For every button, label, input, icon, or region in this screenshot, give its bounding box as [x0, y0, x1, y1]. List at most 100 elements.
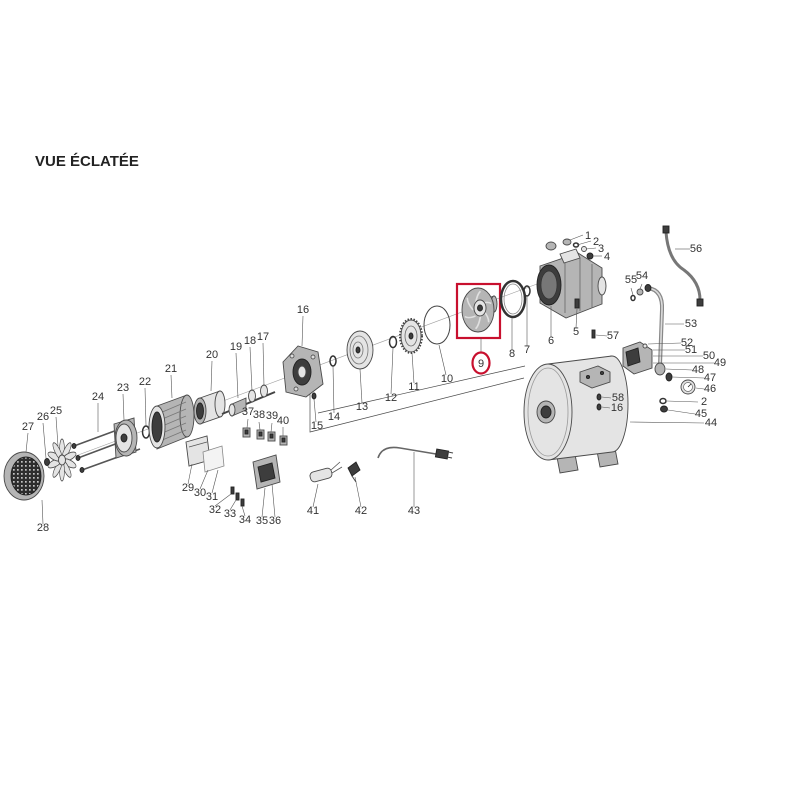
- part-label-19: 19: [230, 341, 242, 353]
- part-label-25: 25: [50, 405, 62, 417]
- leader-line: [639, 283, 643, 290]
- part-10-o-ring: [423, 305, 451, 345]
- part-44-tank: [523, 355, 629, 474]
- part-label-43: 43: [408, 505, 420, 517]
- leader-line: [438, 344, 447, 376]
- part-label-7: 7: [524, 344, 530, 356]
- part-label-20: 20: [206, 349, 218, 361]
- part-6-pump-body: [536, 248, 607, 319]
- part-7-ring: [523, 285, 531, 297]
- part-label-2: 2: [593, 236, 599, 248]
- part-53-pipe: [644, 284, 665, 366]
- part-label-18: 18: [244, 335, 256, 347]
- leader-line: [42, 422, 47, 459]
- part-label-49: 49: [714, 357, 726, 369]
- leader-line: [354, 476, 362, 508]
- part-35-switch-box: [252, 454, 281, 490]
- part-label-16-fitting: 16: [611, 402, 623, 414]
- leader-line: [359, 368, 363, 404]
- part-42-cable-clip: [347, 461, 361, 483]
- part-label-28: 28: [37, 522, 49, 534]
- part-3-seal: [581, 246, 587, 252]
- part-label-22: 22: [139, 376, 151, 388]
- leader-line: [270, 422, 273, 433]
- leader-line: [144, 387, 147, 426]
- part-label-4: 4: [604, 251, 610, 263]
- part-11-diffuser: [399, 318, 423, 354]
- part-16-motor-bracket: [282, 345, 324, 398]
- leader-line: [301, 315, 304, 347]
- leader-line: [25, 432, 29, 453]
- part-16-fitting: [596, 403, 602, 411]
- leader-lines: [25, 234, 714, 525]
- part-57-screw: [591, 329, 596, 339]
- leader-line: [41, 499, 44, 525]
- part-label-54: 54: [636, 270, 648, 282]
- part-label-11: 11: [408, 381, 419, 393]
- part-label-51: 51: [685, 344, 697, 356]
- part-32-screw: [230, 486, 235, 495]
- part-label-26: 26: [37, 411, 49, 423]
- part-label-50: 50: [703, 350, 715, 362]
- part-label-39: 39: [266, 410, 278, 422]
- part-label-15: 15: [311, 420, 323, 432]
- part-label-31: 31: [206, 491, 218, 503]
- leader-line: [211, 469, 219, 494]
- part-label-10: 10: [441, 373, 453, 385]
- part-label-58: 58: [612, 392, 624, 404]
- part-26-washer: [44, 458, 50, 466]
- part-20-stator: [193, 390, 226, 425]
- leader-line: [666, 400, 699, 403]
- part-38-terminal: [256, 429, 265, 440]
- part-49-pressure-switch: [622, 341, 653, 375]
- leader-line: [313, 398, 317, 423]
- part-22-ring: [141, 425, 151, 439]
- part-label-2-ring: 2: [701, 396, 707, 408]
- part-label-36: 36: [269, 515, 281, 527]
- housing-fin: [159, 429, 187, 442]
- part-label-6: 6: [548, 335, 554, 347]
- part-23-end-shield: [113, 417, 138, 459]
- part-label-48: 48: [692, 364, 704, 376]
- leader-line: [630, 287, 634, 296]
- part-25-fan-hub: [58, 454, 66, 466]
- part-label-8: 8: [509, 348, 515, 360]
- part-34-screw: [240, 498, 245, 507]
- leader-line: [601, 396, 612, 399]
- impeller-vane: [474, 315, 482, 330]
- part-label-33: 33: [224, 508, 236, 520]
- part-label-42: 42: [355, 505, 367, 517]
- page-title: VUE ÉCLATÉE: [35, 153, 139, 170]
- part-55-washer: [630, 294, 636, 302]
- leader-line: [258, 421, 261, 431]
- part-9-impeller: [461, 287, 498, 333]
- part-15-seal: [311, 392, 317, 400]
- leader-line: [55, 416, 59, 447]
- part-27-fan-cover: [3, 451, 45, 501]
- impeller-vane: [464, 315, 476, 319]
- leader-line: [575, 308, 578, 329]
- part-label-37: 37: [242, 406, 254, 418]
- leader-line: [271, 483, 276, 518]
- part-label-13: 13: [356, 401, 368, 413]
- part-label-24: 24: [92, 391, 104, 403]
- part-label-52: 52: [681, 337, 693, 349]
- part-45-nut: [660, 405, 668, 413]
- leader-line: [199, 469, 209, 490]
- part-1-plug: [562, 238, 572, 246]
- impeller-vane: [466, 297, 474, 311]
- part-30-gasket: [202, 445, 225, 473]
- part-2-washer: [572, 242, 580, 248]
- part-label-46: 46: [704, 383, 716, 395]
- part-label-56: 56: [690, 243, 702, 255]
- part-label-32: 32: [209, 504, 221, 516]
- part-40-terminal: [279, 435, 288, 446]
- tie-rod-nut: [71, 443, 77, 449]
- leader-line: [262, 342, 265, 387]
- part-48-connector: [654, 362, 666, 376]
- part-4-plug: [586, 252, 594, 260]
- part-label-14: 14: [328, 411, 340, 423]
- leader-line: [187, 463, 193, 485]
- part-39-terminal: [267, 431, 276, 442]
- part-label-38: 38: [253, 409, 265, 421]
